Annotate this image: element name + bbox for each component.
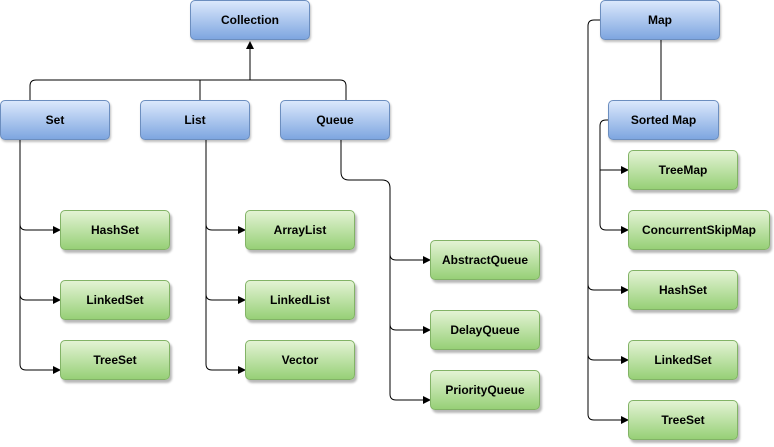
queue-to-priorityqueue-connector [389,324,431,404]
map-node: Map [600,0,720,40]
map-linkedset-label: LinkedSet [654,353,712,367]
linkedlist-label: LinkedList [269,293,330,307]
map-to-linkedset-connector [587,284,629,364]
hashset-label: HashSet [90,223,140,237]
set-node: Set [0,100,110,140]
priorityqueue-node: PriorityQueue [430,370,540,410]
linkedset-node: LinkedSet [60,280,170,320]
map-hashset-label: HashSet [658,283,708,297]
arraylist-node: ArrayList [245,210,355,250]
set-to-linkedset-connector [19,224,61,304]
queue-to-abstractqueue-connector [340,140,431,264]
hashset-node: HashSet [60,210,170,250]
map-treeset-label: TreeSet [661,413,705,427]
map-hashset-node: HashSet [628,270,738,310]
list-to-vector-connector [205,294,246,374]
sortedmap-node: Sorted Map [608,100,719,140]
sortedmap-to-treemap-connector [599,119,629,174]
queue-node: Queue [280,100,390,140]
list-to-linkedlist-connector [205,224,246,304]
collection-node: Collection [190,0,310,40]
priorityqueue-label: PriorityQueue [445,383,525,397]
concurrentskipmap-node: ConcurrentSkipMap [628,210,770,250]
abstractqueue-label: AbstractQueue [441,253,529,267]
linkedset-label: LinkedSet [86,293,144,307]
treemap-node: TreeMap [628,150,738,190]
list-label: List [184,113,206,127]
set-to-collection-connector [29,79,347,100]
map-to-treeset-connector [587,354,629,424]
delayqueue-label: DelayQueue [450,323,520,337]
collection-label: Collection [220,13,279,27]
queue-to-delayqueue-connector [389,254,431,334]
map-linkedset-node: LinkedSet [628,340,738,380]
vector-node: Vector [245,340,355,380]
set-to-treeset-connector [19,294,61,374]
treemap-label: TreeMap [658,163,708,177]
abstractqueue-node: AbstractQueue [430,240,540,280]
map-label: Map [648,13,672,27]
map-treeset-node: TreeSet [628,400,738,440]
set-label: Set [45,113,65,127]
treeset-label: TreeSet [93,353,137,367]
vector-label: Vector [281,353,319,367]
set-to-hashset-connector [19,140,61,234]
delayqueue-node: DelayQueue [430,310,540,350]
list-to-arraylist-connector [205,140,246,234]
sortedmap-label: Sorted Map [630,113,697,127]
queue-label: Queue [316,113,354,127]
list-node: List [140,100,250,140]
map-left-trunk [587,19,629,294]
concurrentskipmap-label: ConcurrentSkipMap [641,223,756,237]
sortedmap-to-concurrentskipmap-connector [599,170,629,234]
linkedlist-node: LinkedList [245,280,355,320]
arraylist-label: ArrayList [273,223,327,237]
treeset-node: TreeSet [60,340,170,380]
